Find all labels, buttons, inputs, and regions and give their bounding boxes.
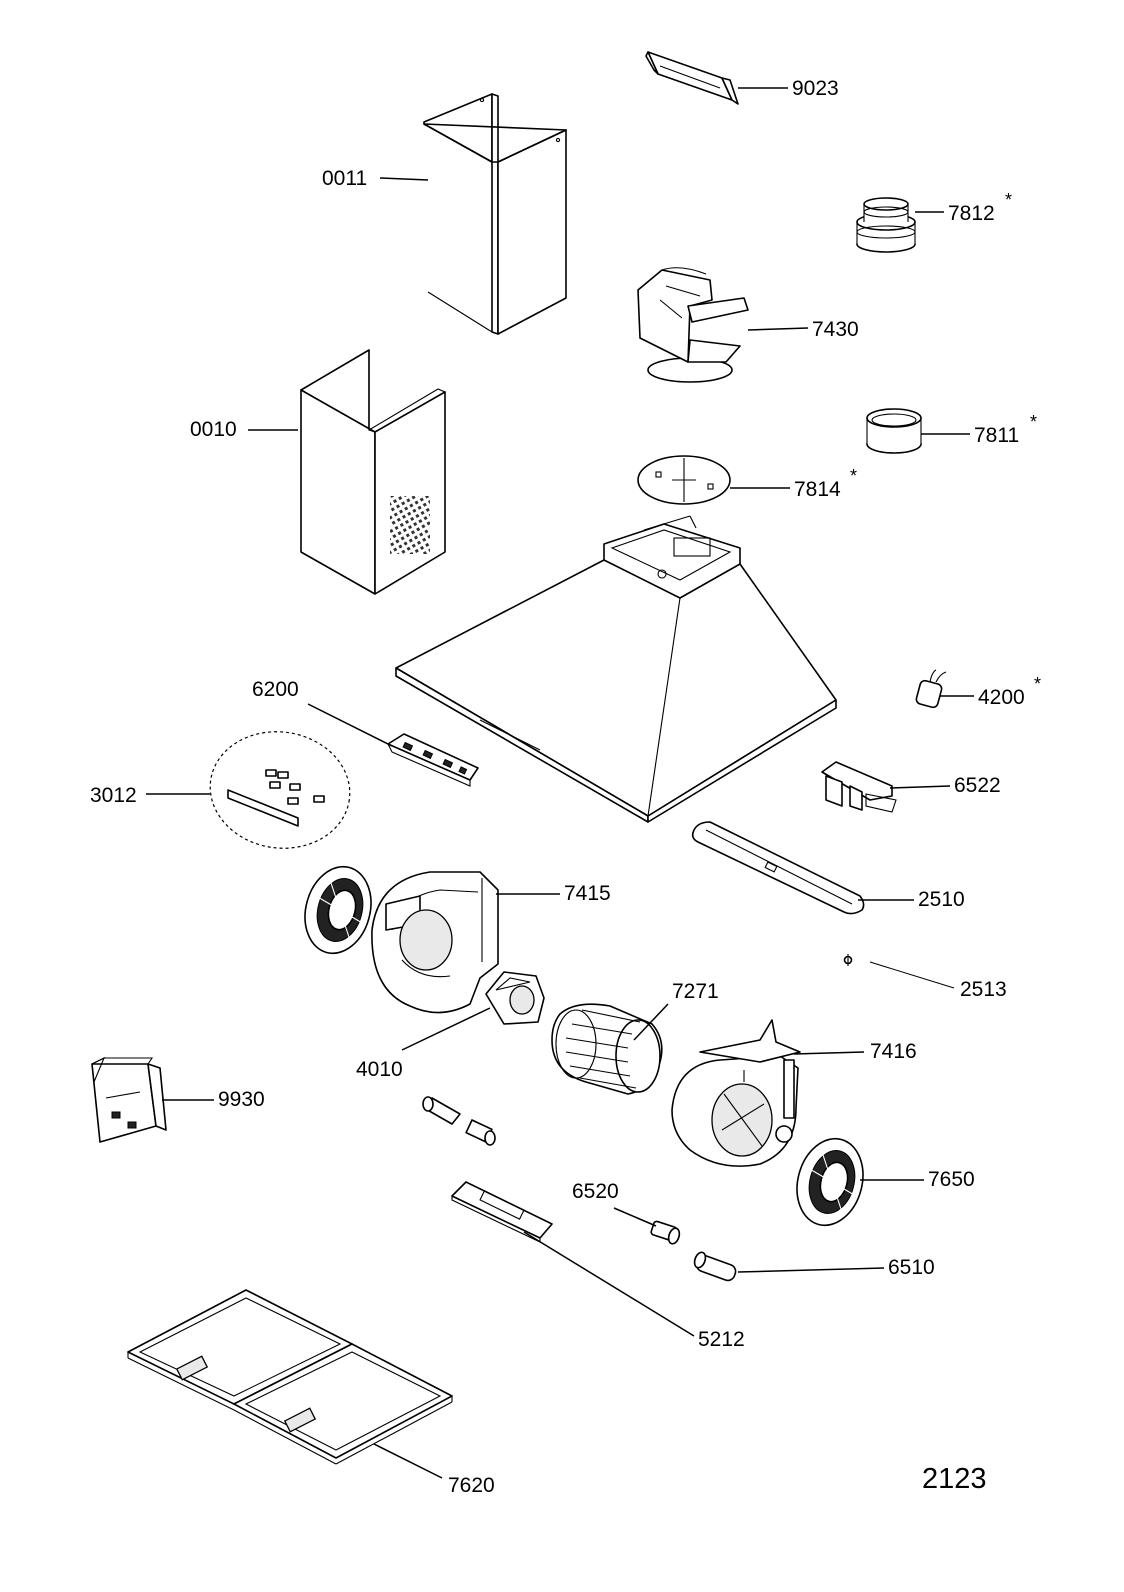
part-4010-motor-drawing — [485, 971, 545, 1025]
label-7812: 7812 — [948, 202, 995, 225]
part-7812-adapter-drawing — [856, 197, 916, 253]
part-6200-switch-strip-drawing — [386, 733, 479, 787]
label-9930: 9930 — [218, 1088, 265, 1111]
star-7812: * — [1005, 190, 1012, 210]
blower-wheel-blades — [565, 1009, 641, 1089]
part-3012-keypad-set-drawing — [209, 731, 351, 849]
label-7416: 7416 — [870, 1040, 917, 1063]
star-4200: * — [1034, 674, 1041, 694]
label-9023: 9023 — [792, 77, 839, 100]
part-6520-knob-drawing — [650, 1220, 681, 1245]
part-labels: 9023 0011 7812 * 7430 0010 7811 * 7814 *… — [90, 77, 1041, 1497]
part-6510-lamp-drawing — [693, 1251, 737, 1282]
label-0011: 0011 — [322, 167, 367, 190]
label-7415: 7415 — [564, 882, 611, 905]
label-4200: 4200 — [978, 686, 1025, 709]
label-4010: 4010 — [356, 1058, 403, 1081]
label-6510: 6510 — [888, 1256, 935, 1279]
part-7416-fan-housing-drawing — [671, 1019, 801, 1167]
connector-pieces-drawing — [422, 1096, 496, 1146]
sheet-number: 2123 — [922, 1463, 987, 1495]
star-7814: * — [850, 466, 857, 486]
part-2510-lamp-frame-drawing — [691, 821, 865, 915]
label-7811: 7811 — [974, 424, 1019, 447]
part-7430-flap-valve-drawing — [637, 267, 749, 383]
part-6522-lamp-holder-drawing — [821, 761, 897, 813]
leader-lines — [146, 87, 974, 1479]
label-6200: 6200 — [252, 678, 299, 701]
part-7415-left-grid-drawing — [304, 865, 372, 955]
part-0011-upper-chimney-drawing — [423, 93, 567, 335]
label-7271: 7271 — [672, 980, 719, 1003]
hood-body-drawing — [395, 515, 837, 823]
part-0010-lower-chimney-drawing — [300, 349, 447, 595]
part-9023-bracket-drawing — [645, 51, 739, 105]
part-2513-screw-drawing — [843, 954, 853, 966]
label-3012: 3012 — [90, 784, 137, 807]
part-9930-accessory-bag-drawing — [91, 1056, 167, 1143]
part-7811-ring-drawing — [866, 408, 922, 454]
part-5212-light-cover-drawing — [451, 1181, 553, 1243]
part-7620-grease-filters-drawing — [127, 1289, 453, 1465]
label-6520: 6520 — [572, 1180, 619, 1203]
part-4200-capacitor-drawing — [915, 669, 947, 709]
part-7415-fan-housing-drawing — [371, 871, 499, 1014]
part-7814-disc-drawing — [637, 455, 731, 505]
label-2510: 2510 — [918, 888, 965, 911]
part-7271-blower-wheel-drawing — [551, 1003, 663, 1095]
label-6522: 6522 — [954, 774, 1001, 797]
vent-grille — [390, 496, 430, 554]
label-5212: 5212 — [698, 1328, 745, 1351]
label-7814: 7814 — [794, 478, 841, 501]
label-7430: 7430 — [812, 318, 859, 341]
label-7620: 7620 — [448, 1474, 495, 1497]
part-7650-right-grid-drawing — [796, 1137, 864, 1227]
label-0010: 0010 — [190, 418, 237, 441]
label-2513: 2513 — [960, 978, 1007, 1001]
star-7811: * — [1030, 412, 1037, 432]
label-7650: 7650 — [928, 1168, 975, 1191]
